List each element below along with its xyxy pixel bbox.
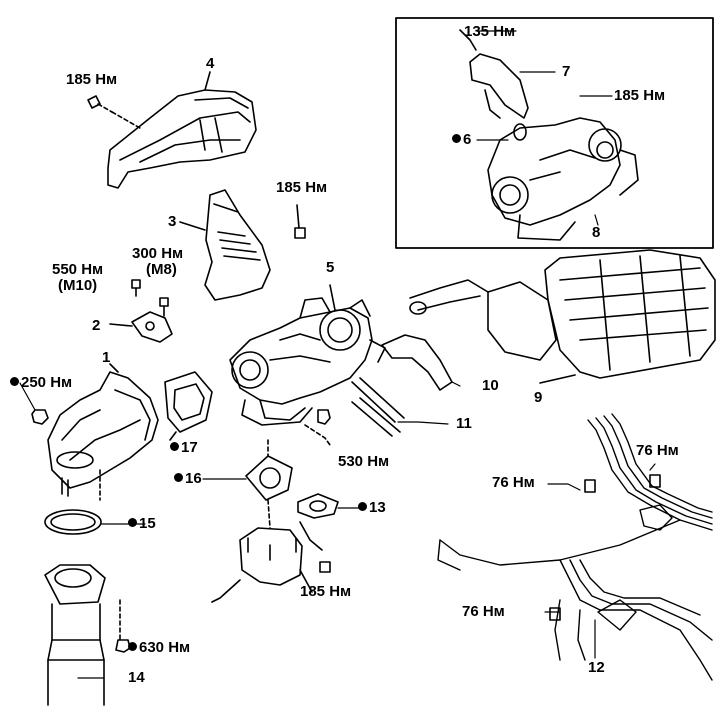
bolt-mid — [294, 204, 306, 239]
part-label-16: 16 — [174, 471, 202, 487]
part-5-number: 5 — [326, 259, 335, 276]
part-label-6: 6 — [452, 132, 471, 148]
pipes-11 — [351, 377, 405, 437]
dot-marker — [174, 473, 183, 482]
torque-label-550: 550 Нм — [52, 262, 103, 278]
torque-label-250: 250 Нм — [10, 375, 72, 391]
dot-marker — [170, 442, 179, 451]
torque-300-note-text: (M8) — [146, 261, 177, 278]
turbocharger — [229, 297, 386, 426]
inset-frame — [395, 17, 714, 249]
gasket-ring-15 — [44, 509, 102, 535]
part-10-number: 10 — [482, 377, 499, 394]
part-2-number: 2 — [92, 317, 101, 334]
torque-185-mid-text: 185 Нм — [276, 179, 328, 196]
part-label-8: 8 — [592, 225, 600, 241]
part-label-14: 14 — [128, 670, 145, 686]
torque-185-top-text: 185 Нм — [66, 71, 118, 88]
torque-label-300-note: (M8) — [146, 262, 177, 278]
part-label-10: 10 — [482, 378, 499, 394]
air-cleaner — [409, 249, 716, 379]
part-label-3: 3 — [168, 214, 176, 230]
dot-marker — [358, 502, 367, 511]
torque-label-76-a: 76 Нм — [492, 475, 535, 491]
dot-marker — [128, 642, 137, 651]
hose-10 — [381, 334, 453, 391]
bracket — [131, 311, 173, 343]
torque-135-text: 135 Нм — [464, 23, 516, 40]
torque-250-text: 250 Нм — [21, 374, 73, 391]
exhaust-pipe-14 — [44, 564, 106, 706]
part-label-2: 2 — [92, 318, 100, 334]
dot-marker — [452, 134, 461, 143]
torque-label-550-note: (M10) — [58, 278, 97, 294]
exhaust-manifold — [47, 363, 159, 497]
torque-label-185-inset: 185 Нм — [614, 88, 665, 104]
torque-label-300: 300 Нм — [132, 246, 183, 262]
dot-marker — [128, 518, 137, 527]
part-label-5: 5 — [326, 260, 334, 276]
part-label-9: 9 — [534, 390, 542, 406]
torque-label-76-b: 76 Нм — [636, 443, 679, 459]
part-label-12: 12 — [588, 660, 605, 676]
part-15-number: 15 — [139, 515, 156, 532]
bolt-top-left — [87, 95, 113, 113]
downpipe-flange — [211, 527, 313, 603]
heat-shield-upper — [107, 89, 257, 189]
part-label-4: 4 — [206, 56, 214, 72]
part-1-number: 1 — [102, 349, 111, 366]
torque-label-530: 530 Нм — [338, 454, 389, 470]
torque-185-inset-text: 185 Нм — [614, 87, 666, 104]
part-label-15: 15 — [128, 516, 156, 532]
pipes-12 — [437, 413, 713, 681]
nut-250 — [31, 409, 49, 425]
torque-76-a-text: 76 Нм — [492, 474, 535, 491]
torque-76-c-text: 76 Нм — [462, 603, 505, 620]
torque-label-630: 630 Нм — [128, 640, 190, 656]
part-13-number: 13 — [369, 499, 386, 516]
gasket-17 — [164, 371, 213, 433]
torque-label-135: 135 Нм — [464, 24, 515, 40]
torque-185-bottom-text: 185 Нм — [300, 583, 352, 600]
gasket-16 — [245, 455, 293, 501]
torque-300-text: 300 Нм — [132, 245, 184, 262]
gasket-13 — [297, 493, 339, 519]
part-label-11: 11 — [456, 416, 472, 432]
torque-630-text: 630 Нм — [139, 639, 191, 656]
torque-550-text: 550 Нм — [52, 261, 104, 278]
part-label-13: 13 — [358, 500, 386, 516]
torque-label-76-c: 76 Нм — [462, 604, 505, 620]
dot-marker — [10, 377, 19, 386]
inset-turbo — [469, 53, 639, 241]
torque-label-185-bottom: 185 Нм — [300, 584, 351, 600]
part-14-number: 14 — [128, 669, 145, 686]
leader-lines — [19, 30, 656, 679]
part-9-number: 9 — [534, 389, 543, 406]
torque-label-185-top: 185 Нм — [66, 72, 117, 88]
torque-label-185-mid: 185 Нм — [276, 180, 327, 196]
part-11-number: 11 — [456, 415, 472, 432]
torque-530-text: 530 Нм — [338, 453, 390, 470]
part-label-7: 7 — [562, 64, 570, 80]
part-12-number: 12 — [588, 659, 605, 676]
part-6-number: 6 — [463, 131, 472, 148]
part-4-number: 4 — [206, 55, 215, 72]
part-8-number: 8 — [592, 224, 601, 241]
part-label-17: 17 — [170, 440, 198, 456]
part-17-number: 17 — [181, 439, 198, 456]
torque-550-note-text: (M10) — [58, 277, 98, 294]
part-7-number: 7 — [562, 63, 571, 80]
part-3-number: 3 — [168, 213, 177, 230]
torque-76-b-text: 76 Нм — [636, 442, 679, 459]
part-16-number: 16 — [185, 470, 202, 487]
part-label-1: 1 — [102, 350, 110, 366]
heat-shield-plate — [204, 189, 271, 301]
